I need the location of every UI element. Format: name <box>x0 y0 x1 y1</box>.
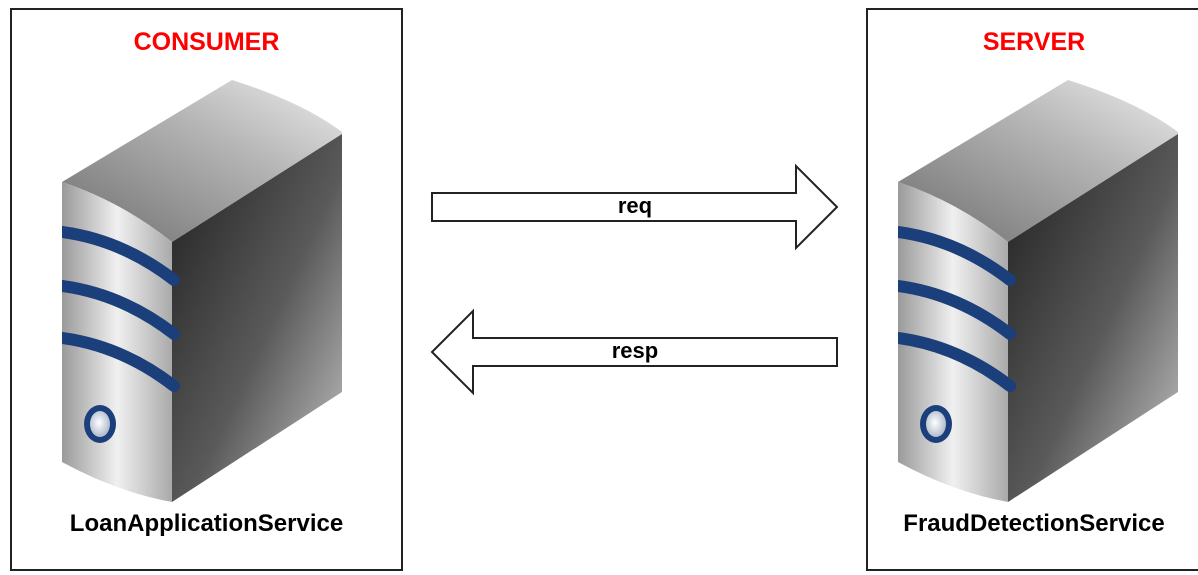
consumer-box: CONSUMER LoanApplicationService <box>10 8 403 571</box>
server-box: SERVER FraudDetectionService <box>866 8 1198 571</box>
consumer-service-name: LoanApplicationService <box>69 510 344 537</box>
server-tower-icon <box>898 72 1178 502</box>
response-arrow <box>430 308 838 396</box>
consumer-role-label: CONSUMER <box>133 28 280 56</box>
request-label: req <box>617 193 653 218</box>
server-role-label: SERVER <box>982 28 1086 56</box>
request-arrow <box>431 163 839 251</box>
server-service-name: FraudDetectionService <box>903 510 1165 537</box>
server-tower-icon <box>62 72 342 502</box>
response-label: resp <box>611 338 659 363</box>
